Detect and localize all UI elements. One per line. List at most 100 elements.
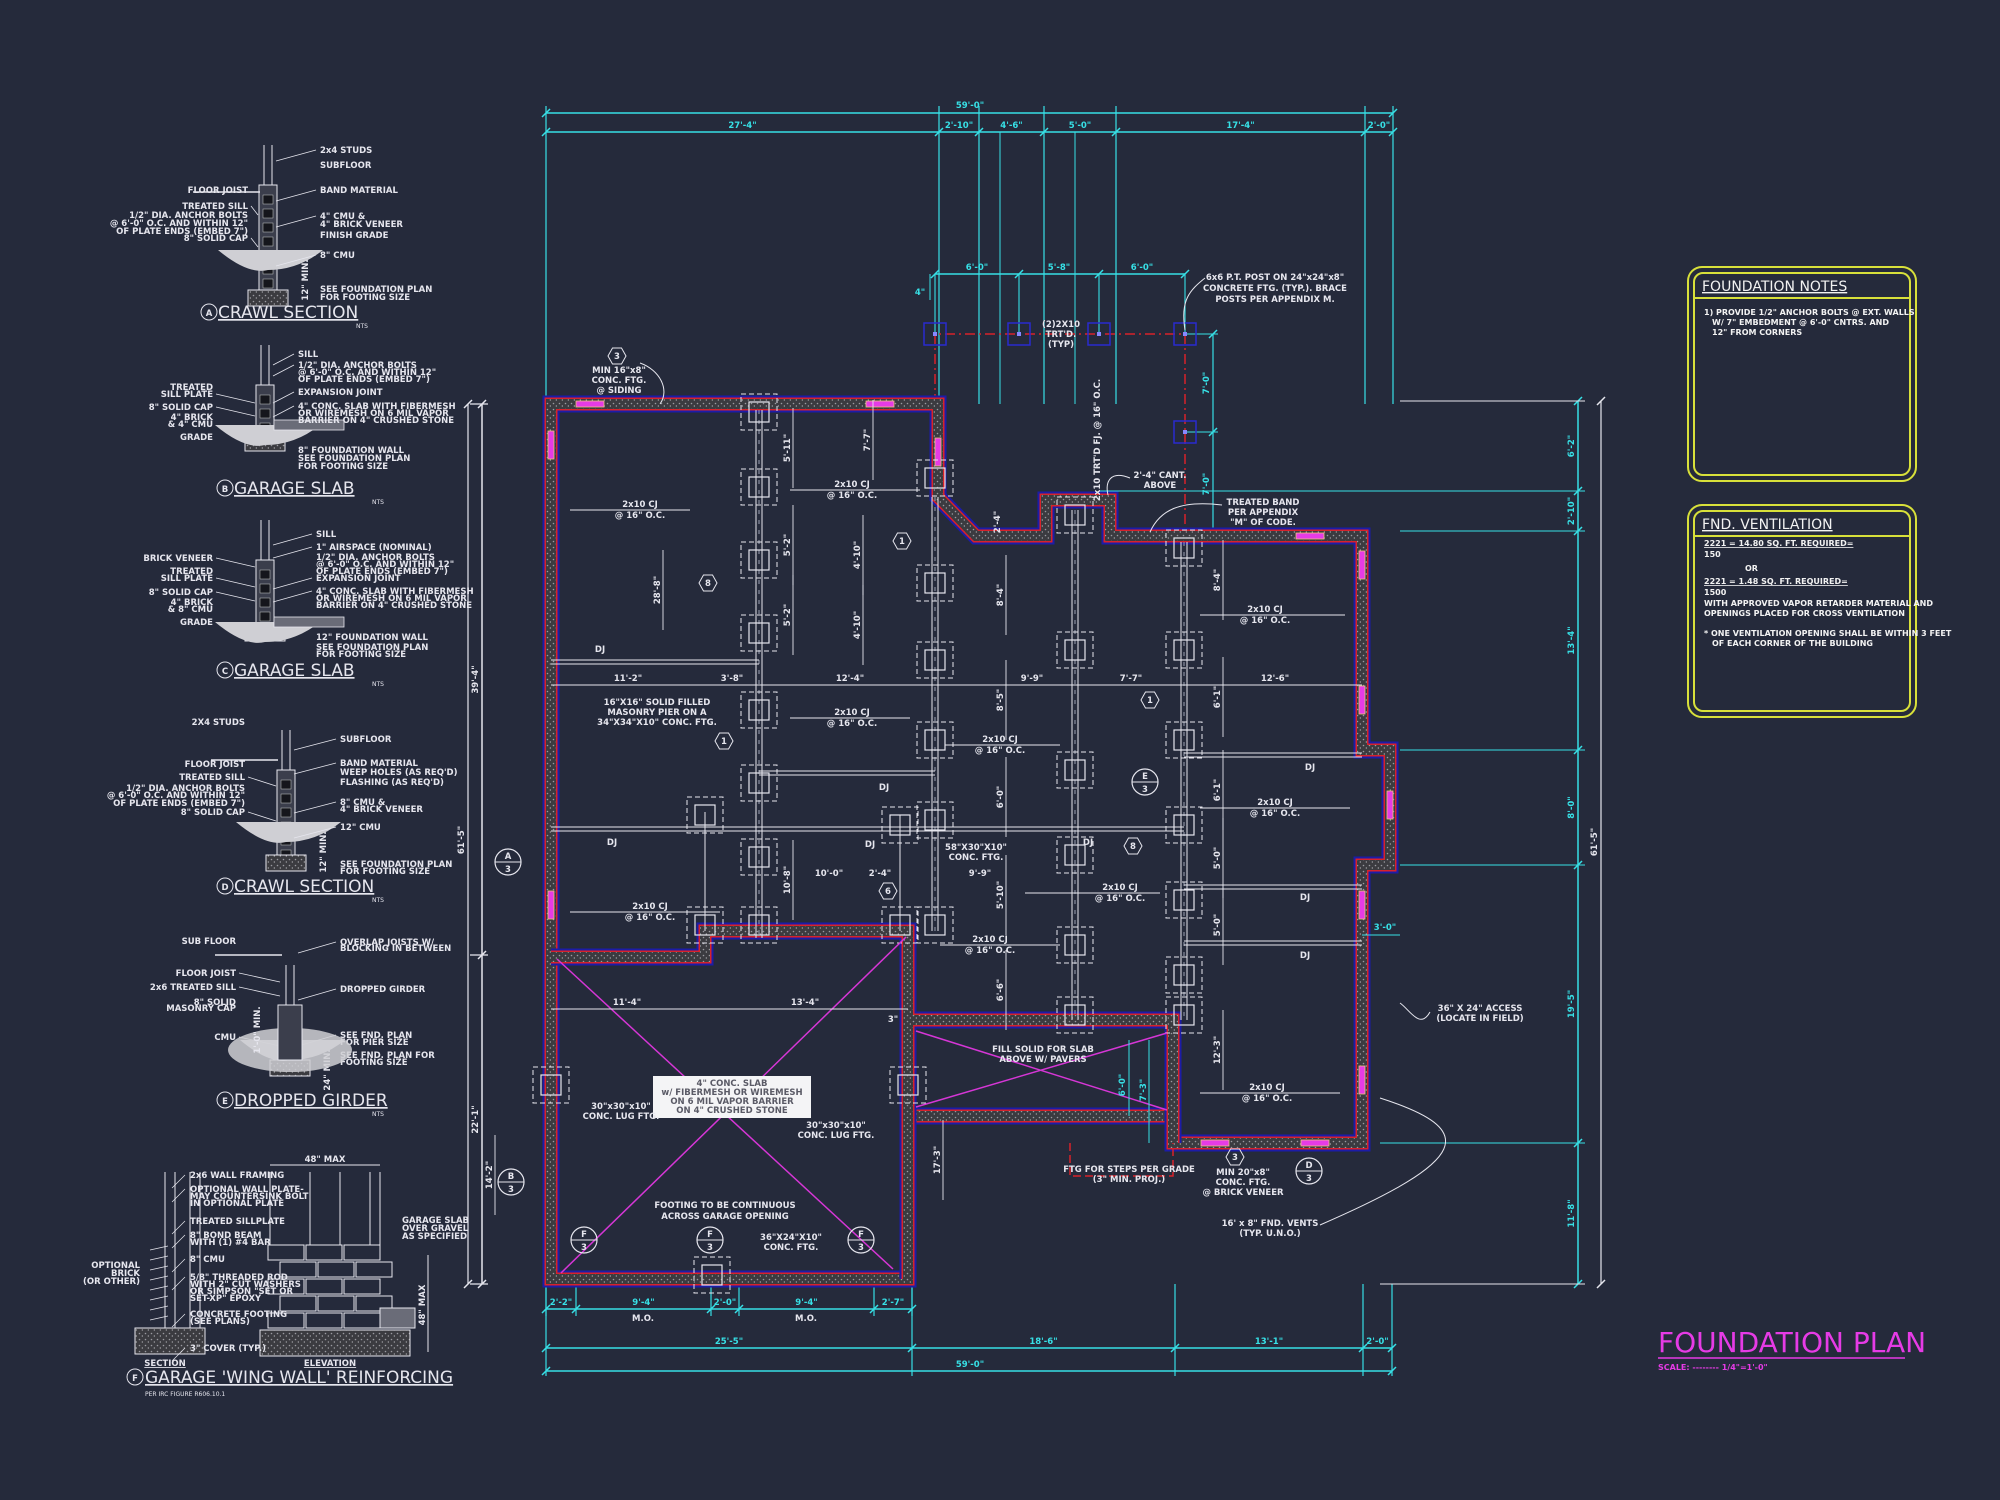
dimension-label: 5'-0" xyxy=(1213,914,1223,936)
nts-label: NTS xyxy=(372,897,384,904)
joist-label: 2x10 CJ xyxy=(1249,1083,1285,1093)
brick-course xyxy=(149,1255,169,1261)
slab-note: ON 4" CRUSHED STONE xyxy=(676,1106,788,1116)
post-footing-note: POSTS PER APPENDIX M. xyxy=(1215,295,1334,305)
section-marker-sheet: 3 xyxy=(1142,785,1148,795)
notes-heading: FND. VENTILATION xyxy=(1702,517,1833,533)
section-marker[interactable]: D3 xyxy=(1295,1157,1323,1185)
dimension-label: 39'-4" xyxy=(471,665,481,693)
leader-line xyxy=(272,590,313,603)
foundation-vent xyxy=(1358,550,1366,580)
dimension-label: 14'-2" xyxy=(485,1161,495,1189)
section-marker[interactable]: A3 xyxy=(494,848,522,876)
dimension-label: 1'-0" MIN. xyxy=(253,1006,263,1053)
cmu-block xyxy=(305,1312,343,1329)
leader-line xyxy=(1319,1097,1447,1226)
dimension-label: 3'-8" xyxy=(721,674,743,684)
masonry-pier xyxy=(748,622,770,644)
detail-marker-circle xyxy=(216,877,234,895)
detail-letter: A xyxy=(206,309,213,319)
note-line: 12" FROM CORNERS xyxy=(1712,328,1802,337)
cmu-block xyxy=(267,1278,305,1295)
leader-line xyxy=(215,393,256,404)
section-marker-sheet: 3 xyxy=(505,865,511,875)
siding-footing-note: @ SIDING xyxy=(596,386,641,396)
grade-fill xyxy=(218,250,323,271)
detail-letter: B xyxy=(222,485,228,495)
callout-label: 1/2" DIA. ANCHOR BOLTS xyxy=(298,361,417,371)
dj-label: DJ xyxy=(865,840,875,850)
notes-panel-outer xyxy=(1687,504,1917,718)
section-marker[interactable]: B3 xyxy=(497,1168,525,1196)
dimension-lines: 59'-0"27'-4"2'-10"4'-6"5'-0"17'-4"2'-0"2… xyxy=(457,101,1606,1376)
masonry-pier xyxy=(897,1074,919,1096)
pier-section xyxy=(277,1004,303,1061)
leader-line xyxy=(171,1174,186,1189)
pier-footing xyxy=(916,459,954,497)
dimension-label: 10'-0" xyxy=(815,869,843,879)
slab-diagonal xyxy=(915,1032,1168,1108)
callout-label: SEE FOUNDATION PLAN xyxy=(320,285,432,295)
section-marker-sheet: 3 xyxy=(508,1185,514,1195)
dimension-label: 6'-1" xyxy=(1213,779,1223,801)
vents-note: 16' x 8" FND. VENTS xyxy=(1222,1219,1319,1229)
cmu-cell xyxy=(280,807,292,818)
callout-label: EXPANSION JOINT xyxy=(316,574,401,584)
dimension-label: 6'-0" xyxy=(1131,263,1153,273)
dimension-label: 13'-1" xyxy=(1255,1337,1283,1347)
post xyxy=(1183,332,1187,336)
pier-note: MASONRY PIER ON A xyxy=(607,708,707,718)
callout-label: SET-XP" EPOXY xyxy=(190,1294,262,1304)
mo-label: M.O. xyxy=(795,1314,817,1324)
note-line: OPENINGS PLACED FOR CROSS VENTILATION xyxy=(1704,609,1905,618)
brick-footing-note: @ BRICK VENEER xyxy=(1202,1188,1284,1198)
joist-label: 2x10 CJ xyxy=(622,500,658,510)
cmu-block xyxy=(267,1244,305,1261)
nts-label: NTS xyxy=(372,681,384,688)
dj-label: DJ xyxy=(1300,951,1310,961)
masonry-pier xyxy=(1064,504,1086,526)
keynote-number: 6 xyxy=(885,887,891,897)
dimension-tick xyxy=(541,1366,551,1376)
dimension-label: 13'-4" xyxy=(791,998,819,1008)
note-line: OR xyxy=(1745,564,1758,573)
callout-label: 4" BRICK xyxy=(171,598,214,608)
callout-label: 8" SOLID CAP xyxy=(181,808,245,818)
detail-marker-circle xyxy=(216,479,234,497)
detail-marker-circle xyxy=(200,303,218,321)
section-marker[interactable]: E3 xyxy=(1131,768,1159,796)
pier-footing xyxy=(1056,751,1094,789)
callout-label: 8" FOUNDATION WALL xyxy=(298,446,405,456)
leader-line xyxy=(275,254,317,267)
fill-solid-note: FILL SOLID FOR SLAB xyxy=(992,1045,1094,1055)
callout-label: FOR FOOTING SIZE xyxy=(298,462,388,472)
foundation-vent xyxy=(1295,532,1325,540)
section-marker[interactable]: F3 xyxy=(847,1226,875,1254)
pier-footing xyxy=(686,906,724,944)
note-line: 150 xyxy=(1704,550,1721,559)
pier-footing xyxy=(1056,926,1094,964)
section-marker[interactable]: F3 xyxy=(570,1226,598,1254)
section-marker[interactable]: F3 xyxy=(696,1226,724,1254)
cmu-block xyxy=(279,1261,317,1278)
post-footing xyxy=(1007,322,1031,346)
dimension-label: 25'-5" xyxy=(715,1337,743,1347)
joist-label: @ 16" O.C. xyxy=(975,746,1025,756)
leader-line xyxy=(247,811,277,822)
masonry-pier xyxy=(748,476,770,498)
dimension-label: 11'-4" xyxy=(613,998,641,1008)
callout-label: 2X4 STUDS xyxy=(192,718,245,728)
cmu-block xyxy=(267,1312,305,1329)
callout-label: DROPPED GIRDER xyxy=(340,985,426,995)
leader-line xyxy=(272,353,295,366)
dimension-label: 8'-0" xyxy=(1567,796,1577,818)
dimension-label: 12'-4" xyxy=(836,674,864,684)
pier-footing xyxy=(1165,881,1203,919)
callout-label: 12" FOUNDATION WALL xyxy=(316,633,428,643)
callout-label: 8" SOLID CAP xyxy=(149,588,213,598)
pier-footing xyxy=(740,468,778,506)
masonry-pier xyxy=(924,467,946,489)
callout-label: 2x6 TREATED SILL xyxy=(150,983,237,993)
post xyxy=(933,332,937,336)
